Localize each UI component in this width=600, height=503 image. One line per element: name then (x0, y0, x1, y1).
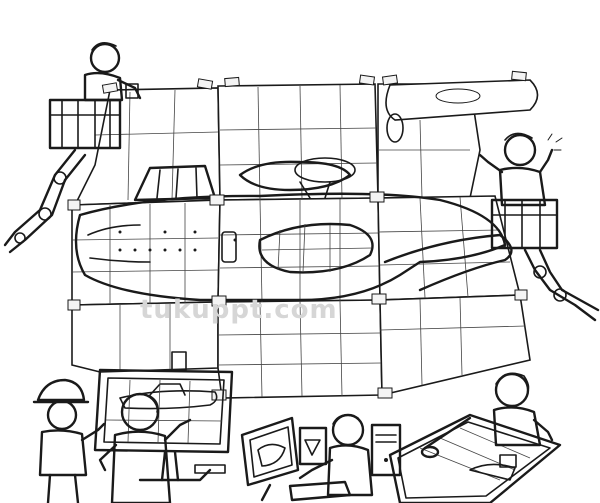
drafting-table (388, 372, 562, 503)
scissor-lift-right (478, 132, 600, 322)
computer-monitor-icon (240, 416, 300, 487)
blueprint-wall (67, 70, 539, 401)
scissor-lift-icon (490, 198, 559, 250)
drawing-tablet-icon (93, 351, 234, 482)
panel-top-left (73, 87, 221, 206)
worker-head-right (503, 133, 537, 167)
panel-middle-left (71, 199, 221, 306)
panel-bottom-right (379, 294, 531, 397)
designer-at-tablet (98, 392, 192, 503)
panel-scroll (385, 79, 539, 121)
scissor-lift-left (3, 42, 142, 254)
worker-head-left (89, 42, 121, 74)
aircraft-blueprint-icon (74, 157, 513, 302)
panel-top-middle (217, 83, 379, 201)
panel-middle-center (217, 197, 381, 303)
computer-workstation (240, 413, 402, 502)
hard-hat-icon (36, 378, 86, 402)
engineer-hardhat (32, 378, 106, 503)
tape-strips (67, 70, 528, 401)
panel-bottom-center (217, 299, 383, 399)
watermark-text: tukuppt.com (140, 295, 338, 325)
